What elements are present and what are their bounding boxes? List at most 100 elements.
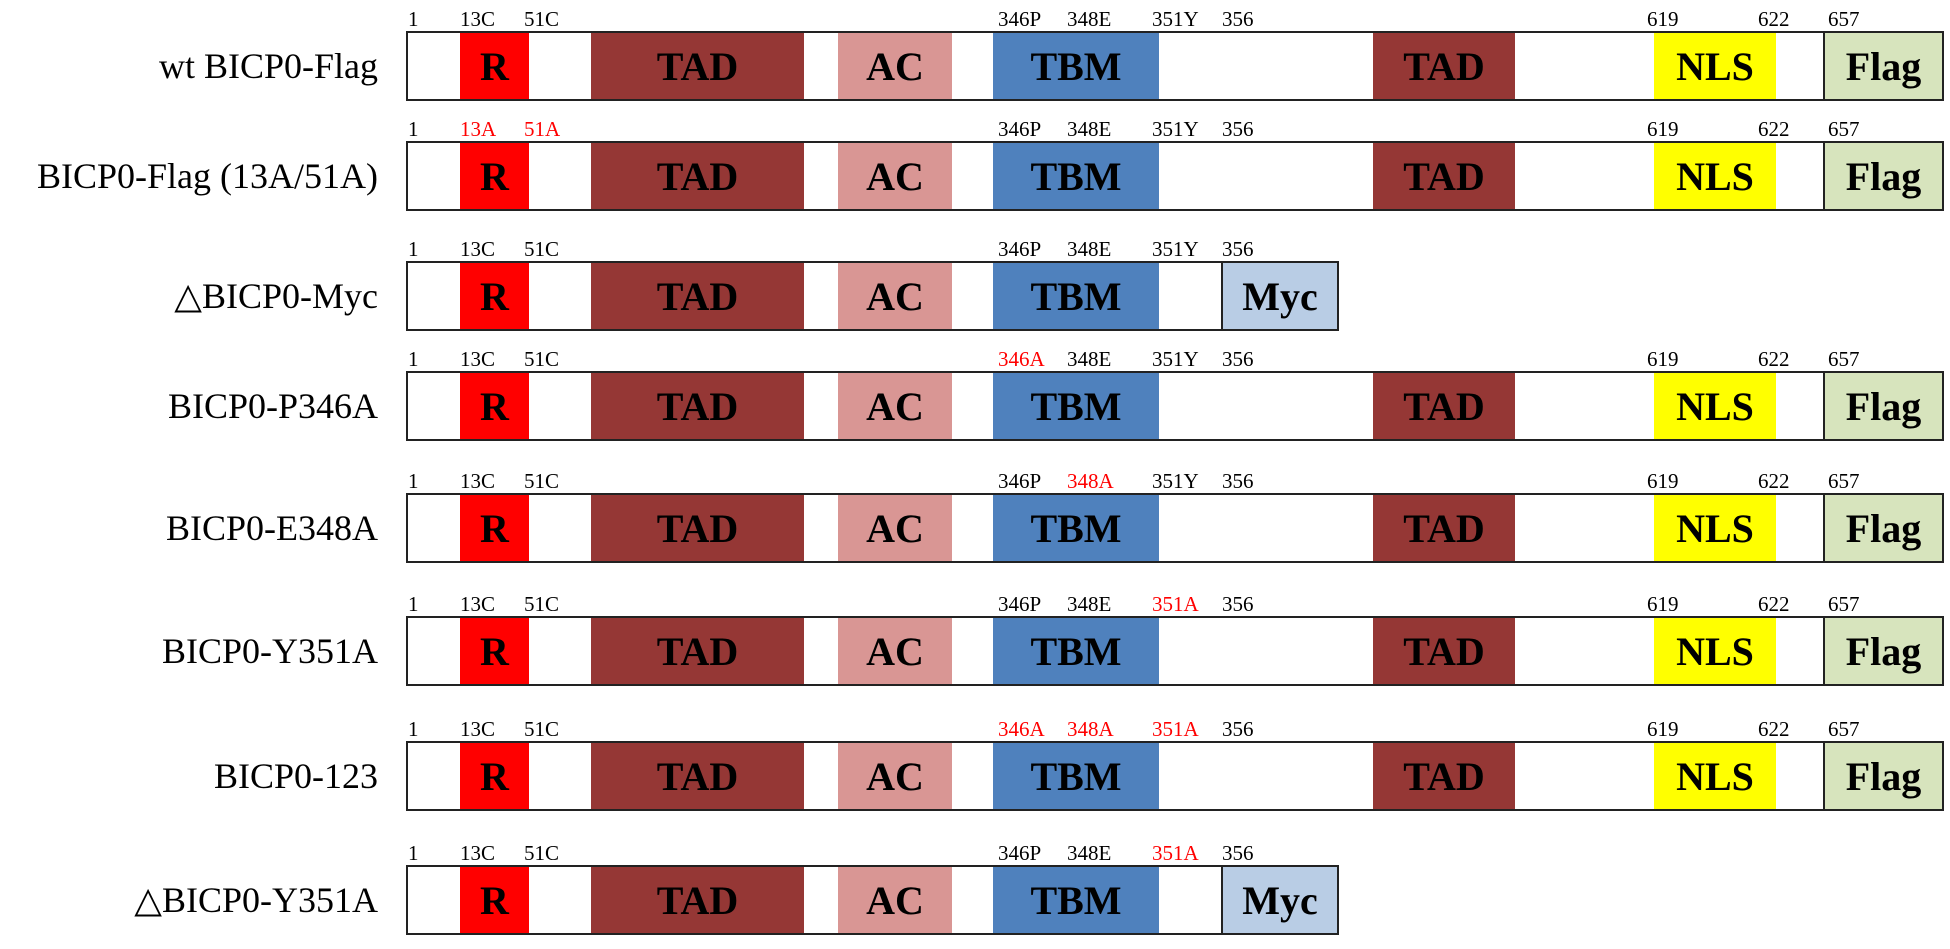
domain-tbm [993, 373, 1159, 439]
domain-label: NLS [1676, 384, 1754, 429]
residue-position-label: 619 [1647, 592, 1679, 616]
domain-tad [591, 867, 804, 933]
domain-tbm [993, 495, 1159, 561]
domain-label: TAD [657, 384, 738, 429]
residue-position-label: 1 [408, 237, 419, 261]
residue-position-label: 13C [460, 7, 495, 31]
domain-r [460, 33, 529, 99]
domain-label: AC [866, 629, 924, 674]
domain-nls [1654, 495, 1776, 561]
domain-label: R [480, 154, 510, 199]
tag-flag [1823, 616, 1944, 686]
residue-position-label: 622 [1758, 347, 1790, 371]
residue-position-label: 657 [1828, 469, 1860, 493]
domain-ac [838, 867, 952, 933]
tag-myc [1221, 261, 1339, 331]
domain-label: AC [866, 384, 924, 429]
domain-tad [1373, 373, 1515, 439]
domain-label: AC [866, 878, 924, 923]
domain-tad [591, 33, 804, 99]
mutated-residue-label: 346A [998, 347, 1046, 371]
residue-position-label: 619 [1647, 717, 1679, 741]
domain-ac [838, 33, 952, 99]
residue-position-label: 356 [1222, 7, 1254, 31]
domain-label: TAD [657, 154, 738, 199]
domain-label: R [480, 274, 510, 319]
tag-flag [1823, 741, 1944, 811]
domain-label: R [480, 878, 510, 923]
domain-label: TBM [1030, 384, 1121, 429]
tag-flag [1823, 371, 1944, 441]
domain-tbm [993, 263, 1159, 329]
mutated-residue-label: 13A [460, 117, 497, 141]
residue-position-label: 622 [1758, 592, 1790, 616]
domain-label: TAD [1403, 384, 1484, 429]
residue-position-label: 13C [460, 469, 495, 493]
construct-name: BICP0-E348A [166, 508, 378, 548]
residue-position-label: 51C [524, 841, 559, 865]
domain-label: TAD [657, 506, 738, 551]
mutated-residue-label: 348A [1067, 717, 1115, 741]
domain-tad [1373, 618, 1515, 684]
domain-tad [591, 495, 804, 561]
residue-position-label: 51C [524, 7, 559, 31]
residue-position-label: 13C [460, 347, 495, 371]
residue-position-label: 622 [1758, 7, 1790, 31]
tag-label: Flag [1846, 384, 1922, 429]
domain-label: R [480, 629, 510, 674]
domain-label: TAD [1403, 154, 1484, 199]
domain-r [460, 495, 529, 561]
mutated-residue-label: 351A [1152, 717, 1200, 741]
residue-position-label: 657 [1828, 717, 1860, 741]
residue-position-label: 1 [408, 592, 419, 616]
domain-r [460, 143, 529, 209]
construct-name: BICP0-123 [214, 756, 378, 796]
construct-name: BICP0-Flag (13A/51A) [37, 156, 378, 196]
residue-position-label: 622 [1758, 717, 1790, 741]
residue-position-label: 356 [1222, 237, 1254, 261]
residue-position-label: 1 [408, 841, 419, 865]
domain-label: TAD [657, 44, 738, 89]
domain-tad [1373, 33, 1515, 99]
mutated-residue-label: 351A [1152, 841, 1200, 865]
domain-nls [1654, 618, 1776, 684]
residue-position-label: 13C [460, 237, 495, 261]
construct-name: △BICP0-Y351A [134, 880, 378, 920]
domain-label: AC [866, 506, 924, 551]
domain-label: NLS [1676, 754, 1754, 799]
domain-label: TAD [1403, 44, 1484, 89]
residue-position-label: 348E [1067, 7, 1111, 31]
residue-position-label: 351Y [1152, 469, 1199, 493]
construct-name: △BICP0-Myc [174, 276, 378, 316]
domain-label: AC [866, 274, 924, 319]
domain-nls [1654, 373, 1776, 439]
tag-label: Flag [1846, 754, 1922, 799]
construct-name: BICP0-Y351A [162, 631, 378, 671]
residue-position-label: 346P [998, 469, 1041, 493]
domain-label: NLS [1676, 506, 1754, 551]
domain-tbm [993, 867, 1159, 933]
domain-r [460, 743, 529, 809]
mutated-residue-label: 348A [1067, 469, 1115, 493]
tag-label: Flag [1846, 506, 1922, 551]
residue-position-label: 346P [998, 841, 1041, 865]
residue-position-label: 348E [1067, 841, 1111, 865]
residue-position-label: 13C [460, 592, 495, 616]
residue-position-label: 348E [1067, 117, 1111, 141]
tag-label: Flag [1846, 44, 1922, 89]
domain-r [460, 373, 529, 439]
domain-tbm [993, 743, 1159, 809]
residue-position-label: 1 [408, 469, 419, 493]
tag-flag [1823, 493, 1944, 563]
domain-tad [1373, 143, 1515, 209]
residue-position-label: 51C [524, 592, 559, 616]
domain-tbm [993, 143, 1159, 209]
residue-position-label: 657 [1828, 347, 1860, 371]
domain-label: TAD [657, 274, 738, 319]
tag-flag [1823, 31, 1944, 101]
